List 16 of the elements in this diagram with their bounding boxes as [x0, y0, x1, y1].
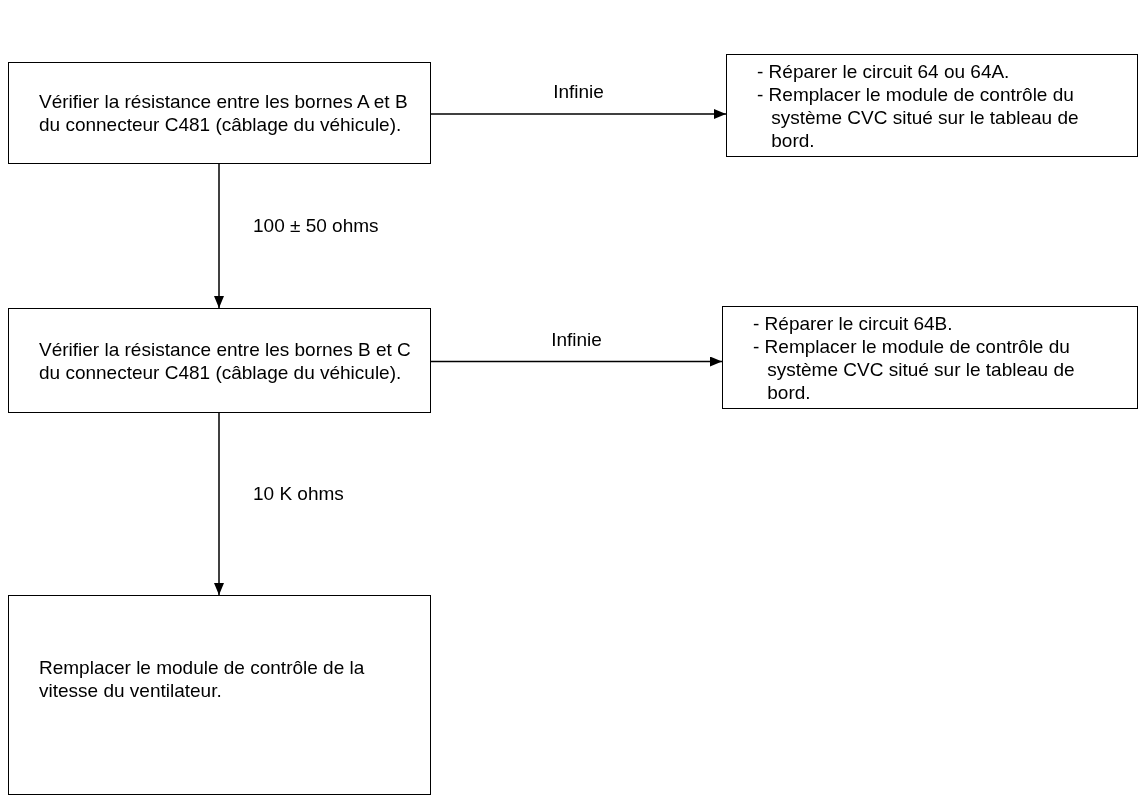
- arrow: [214, 412, 224, 596]
- process-box: [726, 54, 1138, 157]
- step-text: Remplacer le module de contrôle de la vitesse du ventilateur.: [39, 656, 366, 702]
- action-item: - Remplacer le module de contrôle du système CVC situé sur le tableau de bord.: [757, 82, 1080, 152]
- action-item: - Réparer le circuit 64 ou 64A.: [757, 59, 1011, 83]
- arrow: [430, 356, 723, 367]
- step-text: Vérifier la résistance entre les bornes B et C du connecteur C481 (câblage du véhicule).: [39, 337, 412, 384]
- action-item: - Réparer le circuit 64B.: [753, 311, 954, 335]
- process-box: [8, 308, 431, 413]
- step-text: Vérifier la résistance entre les bornes A et B du connecteur C481 (câblage du véhicule).: [39, 90, 409, 136]
- process-box: [8, 62, 431, 164]
- process-box: [8, 595, 431, 795]
- action-item: - Remplacer le module de contrôle du système CVC situé sur le tableau de bord.: [753, 334, 1076, 404]
- arrow: [214, 163, 224, 309]
- arrow: [430, 109, 727, 119]
- process-box: [722, 306, 1138, 409]
